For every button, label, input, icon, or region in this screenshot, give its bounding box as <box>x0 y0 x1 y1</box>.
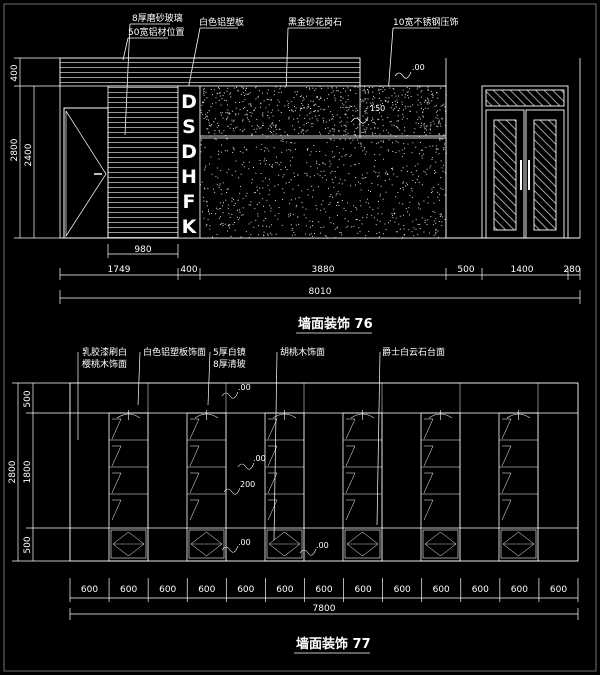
granite-main <box>199 137 447 239</box>
label-white-alu-finish: 白色铝塑板饰面 <box>143 346 206 358</box>
sign-letter-4: H <box>181 166 197 188</box>
label-8mm-glass: 8厚清玻 <box>213 358 246 370</box>
sign-letter-5: F <box>183 191 196 213</box>
wall-frame-77 <box>69 382 579 562</box>
hdim-400: 400 <box>180 265 197 275</box>
hdim77-600: 600 <box>120 585 137 595</box>
left-door <box>63 107 109 239</box>
sign-letter-2: S <box>182 116 196 138</box>
hdim77-600: 600 <box>276 585 293 595</box>
label-5mm-mirror: 5厚白镜 <box>213 346 246 358</box>
hdim-1400: 1400 <box>511 265 534 275</box>
double-door <box>481 85 569 239</box>
cabinet <box>342 410 383 562</box>
cabinet <box>420 410 461 562</box>
label-black-granite: 黑金砂花岗石 <box>288 16 342 28</box>
annotation-150: 150 <box>370 104 385 113</box>
cabinet <box>108 410 149 562</box>
elevation-77: 乳胶漆刷白 樱桃木饰面 白色铝塑板饰面 5厚白镜 8厚清玻 胡桃木饰面 爵士白云… <box>8 346 579 654</box>
drawing-frame <box>3 3 597 672</box>
hdim77-600: 600 <box>472 585 489 595</box>
label-marble-top: 爵士白云石台面 <box>382 346 445 358</box>
annotation-77-c: 200 <box>240 480 255 489</box>
hdim-280: 280 <box>563 265 580 275</box>
annotation-77-d: .00 <box>238 538 251 547</box>
hdim77-600: 600 <box>81 585 98 595</box>
hdim-1749: 1749 <box>108 265 131 275</box>
top-hatched-band <box>59 57 361 87</box>
hdim77-600: 600 <box>511 585 528 595</box>
hdim-3880: 3880 <box>312 265 335 275</box>
label-frosted-glass: 8厚磨砂玻璃 <box>132 12 183 24</box>
hdim-980: 980 <box>134 245 151 255</box>
cabinet <box>498 410 539 562</box>
vdim77-500-top: 500 <box>23 390 33 407</box>
annotation-00-a: .00 <box>412 63 425 72</box>
granite-upper <box>199 85 447 137</box>
frosted-glass-panel <box>107 85 179 239</box>
annotation-77-e: .00 <box>316 541 329 550</box>
vdim77-2800: 2800 <box>8 460 18 483</box>
vdim-400: 400 <box>10 64 20 81</box>
display-cabinets <box>108 383 539 562</box>
granite-speckle <box>200 86 447 239</box>
sign-letter-3: D <box>181 141 197 163</box>
hdim77-600: 600 <box>198 585 215 595</box>
sign-letter-6: K <box>182 216 198 238</box>
annotation-77-b: .00 <box>253 454 266 463</box>
label-steel-trim: 10宽不锈钢压饰 <box>393 16 458 28</box>
title-77: 墙面装饰 77 <box>296 636 371 652</box>
hdim77-600: 600 <box>433 585 450 595</box>
label-latex-white: 乳胶漆刷白 <box>82 346 127 358</box>
sign-letters: D S D H F K <box>181 91 198 238</box>
label-aluminium-position: 50宽铝材位置 <box>128 26 184 38</box>
vdim77-500-bottom: 500 <box>23 536 33 553</box>
elevation-76: 8厚磨砂玻璃 50宽铝材位置 白色铝塑板 黑金砂花岗石 10宽不锈钢压饰 D S <box>10 12 581 334</box>
top-labels-77: 乳胶漆刷白 樱桃木饰面 白色铝塑板饰面 5厚白镜 8厚清玻 胡桃木饰面 爵士白云… <box>82 346 445 370</box>
hdim77-600: 600 <box>237 585 254 595</box>
cabinet <box>186 410 227 562</box>
hdim77-600: 600 <box>394 585 411 595</box>
hdim-500: 500 <box>457 265 474 275</box>
hdim77-600: 600 <box>315 585 332 595</box>
label-walnut: 胡桃木饰面 <box>280 346 325 358</box>
hdim77-600: 600 <box>550 585 567 595</box>
total-8010: 8010 <box>309 287 332 297</box>
top-labels-76: 8厚磨砂玻璃 50宽铝材位置 白色铝塑板 黑金砂花岗石 10宽不锈钢压饰 <box>128 12 458 38</box>
label-cherry-wood: 樱桃木饰面 <box>82 358 127 370</box>
cabinet <box>264 410 305 562</box>
label-white-alu-panel: 白色铝塑板 <box>199 16 244 28</box>
vdim-2800: 2800 <box>10 138 20 161</box>
vdim77-1800: 1800 <box>23 460 33 483</box>
annotation-77-a: .00 <box>238 383 251 392</box>
sign-letter-1: D <box>181 91 197 113</box>
title-76: 墙面装饰 76 <box>298 316 373 332</box>
hdim77-600: 600 <box>159 585 176 595</box>
vdim-2400: 2400 <box>24 143 34 166</box>
total-7800: 7800 <box>313 604 336 614</box>
hdim77-600: 600 <box>355 585 372 595</box>
